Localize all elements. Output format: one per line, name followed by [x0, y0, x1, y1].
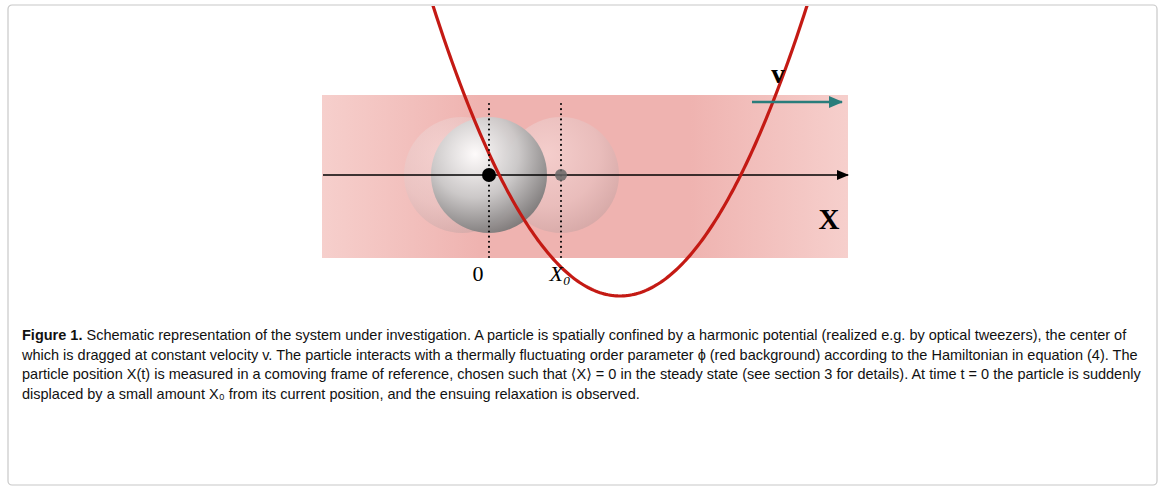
velocity-label: v	[771, 61, 785, 88]
harmonic-potential	[430, 6, 830, 296]
x-axis	[323, 174, 848, 175]
figure-frame	[8, 5, 1157, 485]
figure-caption: Figure 1. Schematic representation of th…	[22, 326, 1144, 404]
order-parameter-band	[322, 95, 848, 258]
center-dot	[482, 168, 496, 182]
displaced-dot	[555, 169, 567, 181]
dotted-guide	[488, 104, 490, 262]
displacement-label: X₀	[549, 263, 570, 285]
origin-label: 0	[473, 263, 484, 285]
velocity-arrow	[752, 101, 842, 104]
axis-label: X	[819, 205, 840, 234]
dotted-guide	[560, 104, 562, 262]
